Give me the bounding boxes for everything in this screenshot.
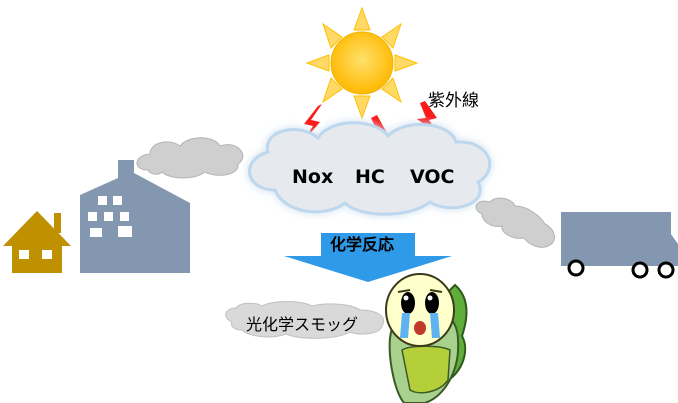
sun-icon: [305, 6, 419, 120]
reaction-label: 化学反応: [330, 235, 394, 254]
house-icon: [3, 211, 71, 273]
pollutant-label: VOC: [410, 166, 454, 188]
smog-label: 光化学スモッグ: [246, 315, 358, 334]
pollutant-label: Nox: [292, 166, 333, 188]
factory-icon: [80, 160, 190, 273]
factory-smoke: [136, 137, 244, 179]
lightning-icon: [301, 104, 322, 144]
truck-icon: [561, 212, 678, 279]
smog-cloud: [225, 301, 384, 339]
truck-exhaust: [475, 197, 555, 248]
crying-mascot: [385, 273, 468, 403]
lightning-icon: [417, 101, 440, 136]
pollution-cloud: [248, 121, 492, 216]
reaction-arrow: [284, 233, 452, 282]
pollutant-label: HC: [355, 166, 385, 188]
uv-label: 紫外線: [428, 91, 479, 111]
